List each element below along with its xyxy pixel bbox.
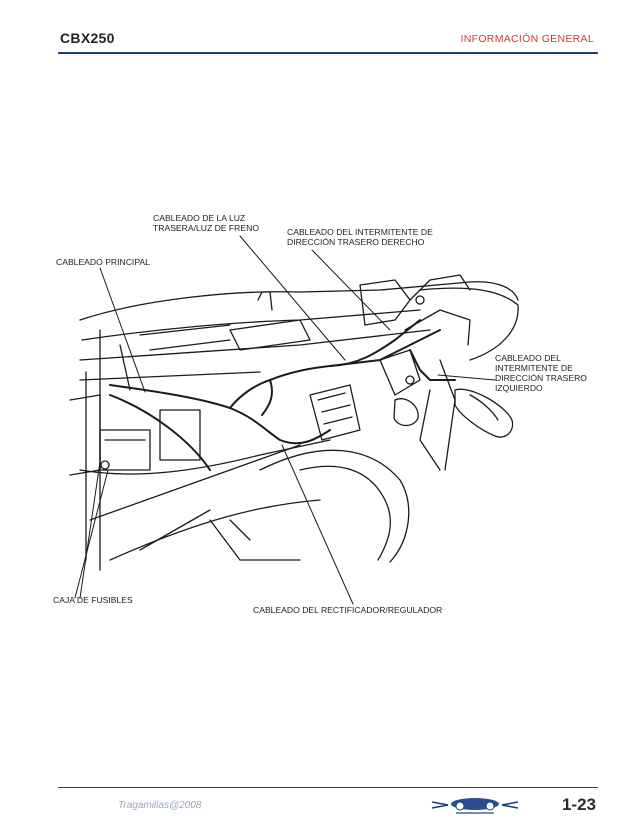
section-title: INFORMACIÓN GENERAL xyxy=(460,33,594,45)
harness-bundles xyxy=(109,319,456,471)
frame-illustration xyxy=(69,274,519,571)
footer-rule xyxy=(58,787,598,788)
regulator-harness-label: CABLEADO DEL RECTIFICADOR/REGULADOR xyxy=(253,605,443,615)
page-number: 1-23 xyxy=(561,795,596,814)
leader-lines xyxy=(74,235,496,605)
taillight-harness-label: CABLEADO DE LA LUZ TRASERA/LUZ DE FRENO xyxy=(153,213,260,233)
rear-right-turn-harness-label: CABLEADO DEL INTERMITENTE DE DIRECCIÓN T… xyxy=(287,227,433,247)
header-rule xyxy=(58,52,598,54)
rear-left-turn-harness-label: CABLEADO DEL INTERMITENTE DE DIRECCIÓN T… xyxy=(495,353,587,393)
model-name: CBX250 xyxy=(60,30,115,46)
fuse-box-label: CAJA DE FUSIBLES xyxy=(53,595,133,605)
footer-credit: Tragamillas@2008 xyxy=(118,800,202,811)
main-harness-label: CABLEADO PRINCIPAL xyxy=(56,257,150,267)
motorcycle-logo-icon xyxy=(431,798,519,814)
